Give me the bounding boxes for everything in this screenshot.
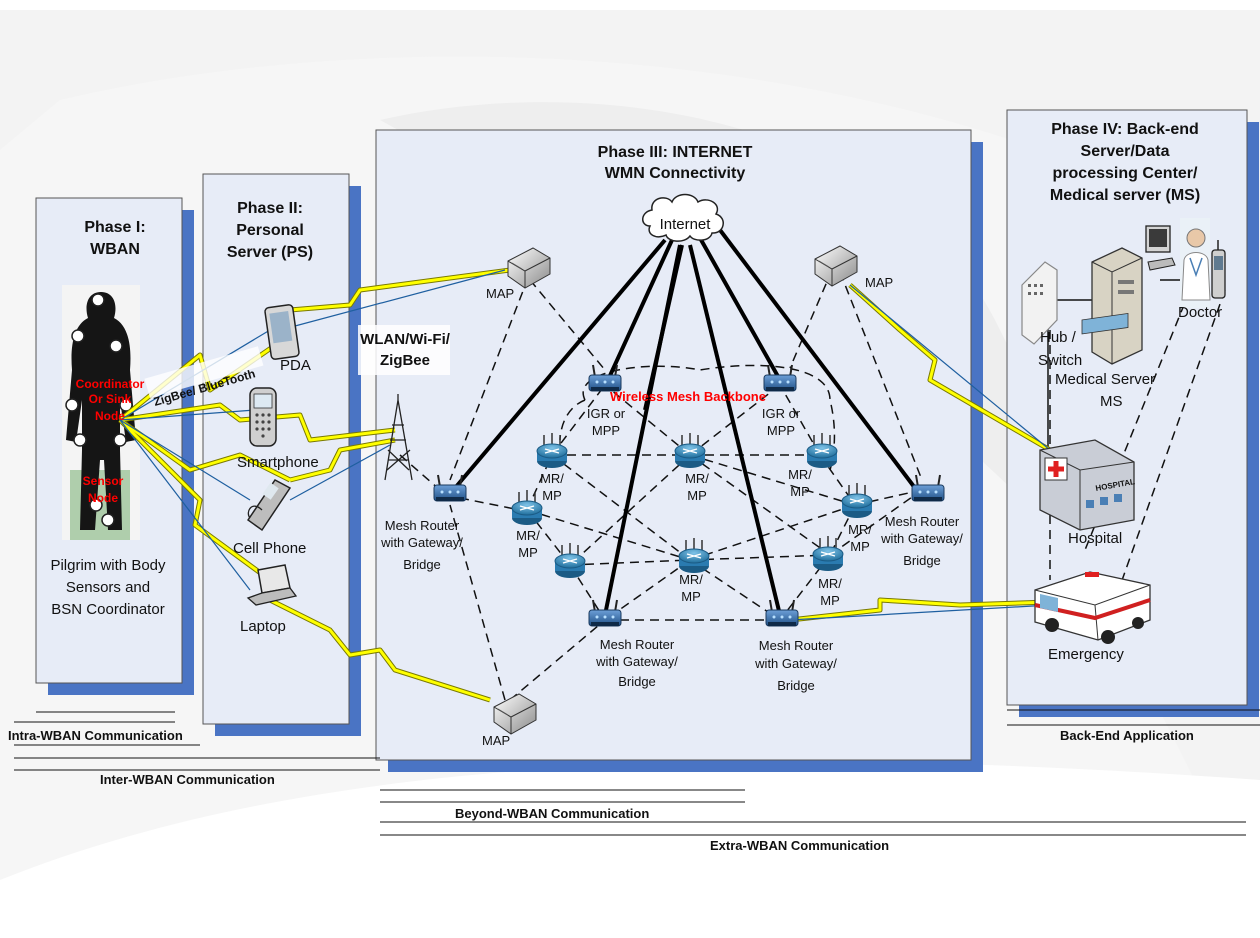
beyond-wban-label: Beyond-WBAN Communication [455,806,649,821]
sensor-label-l1: Sensor [83,474,124,488]
scope-lines [14,709,1260,836]
mr-label-l1: MR/ [848,522,872,537]
phase3-title-l2: WMN Connectivity [605,165,746,182]
mesh-dashed-links [399,269,1226,701]
sensor-label-l2: Node [88,491,118,505]
hub-label-l2: Switch [1038,352,1082,369]
wlan-label-l2: ZigBee [380,352,430,369]
igr-label-l1: IGR or [762,406,801,421]
coordinator-label-l1: Coordinator [76,377,145,391]
hospital-icon [1039,313,1135,531]
mr-label-l2: MP [518,545,538,560]
gateway-label-l1: Mesh Router [885,514,960,529]
mr-label-l2: MP [850,539,870,554]
gateway-label-l1: Mesh Router [600,637,675,652]
map-label: MAP [482,733,510,748]
hub-label-l1: Hub / [1040,329,1077,346]
mr-label-l2: MP [790,484,810,499]
cell-phone-icon [246,479,292,532]
internet-cloud-icon [642,193,724,242]
pilgrim-caption-l3: BSN Coordinator [51,601,164,618]
backend-app-label: Back-End Application [1060,728,1194,743]
map-label: MAP [486,286,514,301]
cell-tower-icon [384,394,413,481]
pilgrim-caption-l1: Pilgrim with Body [50,557,166,574]
wlan-label-box: WLAN/Wi-Fi/ ZigBee [358,325,451,375]
doctor-label: Doctor [1178,304,1222,321]
gateway-label-l3: Bridge [618,674,656,689]
pda-label: PDA [280,357,311,374]
mr-label-l1: MR/ [679,572,703,587]
intra-wban-label: Intra-WBAN Communication [8,728,183,743]
inter-wban-label: Inter-WBAN Communication [100,772,275,787]
mr-label-l1: MR/ [540,471,564,486]
phase4-title-l2: Server/Data [1081,143,1170,160]
smartphone-icon [249,387,277,447]
mr-label-l2: MP [820,593,840,608]
gateway-label-l3: Bridge [403,557,441,572]
gateway-label-l2: with Gateway/ [595,654,678,669]
mr-label-l1: MR/ [685,471,709,486]
phase2-title-l1: Phase II: [237,200,303,217]
doctor-icon [1180,218,1211,308]
phase4-title-l1: Phase IV: Back-end [1051,121,1199,138]
blue-radio-links [119,269,1051,621]
phase3-title-l1: Phase III: INTERNET [598,144,753,161]
igr-label-l2: MPP [767,423,795,438]
server-label-l1: Medical Server [1055,371,1155,388]
server-label-l2: MS [1100,393,1123,410]
smartphone-label: Smartphone [237,454,319,471]
phase4-title-l3: processing Center/ [1053,165,1198,182]
phase2-title-l3: Server (PS) [227,244,313,261]
phase1-title-l2: WBAN [90,241,140,258]
mr-label-l1: MR/ [516,528,540,543]
coordinator-label-l2: Or Sink [89,392,132,406]
phase4-title-l4: Medical server (MS) [1050,187,1200,204]
phase2-title-l2: Personal [236,222,304,239]
phase2-panel [202,173,361,736]
laptop-label: Laptop [240,618,286,635]
mr-label-l2: MP [681,589,701,604]
gateway-label-l2: with Gateway/ [880,531,963,546]
gateway-label-l2: with Gateway/ [754,656,837,671]
extra-wban-label: Extra-WBAN Communication [710,838,889,853]
mobile-device-icon [1211,240,1226,299]
coordinator-label-l3: Node [95,409,125,423]
laptop-icon [246,564,298,606]
pda-icon [264,304,300,360]
mr-label-l1: MR/ [788,467,812,482]
ambulance-icon [1034,571,1151,644]
hub-switch-icon [1021,261,1058,345]
wlan-label-l1: WLAN/Wi-Fi/ [360,331,451,348]
gateway-label-l3: Bridge [903,553,941,568]
igr-label-l1: IGR or [587,406,626,421]
map-label: MAP [865,275,893,290]
igr-label-l2: MPP [592,423,620,438]
medical-server-icon [1091,247,1143,365]
mr-label-l2: MP [687,488,707,503]
gateway-label-l1: Mesh Router [385,518,460,533]
internet-label: Internet [660,216,712,233]
mr-label-l2: MP [542,488,562,503]
emergency-label: Emergency [1048,646,1124,663]
gateway-label-l1: Mesh Router [759,638,834,653]
hospital-label: Hospital [1068,530,1122,547]
monitor-icon [1145,225,1176,271]
internet-backhaul-links [453,228,917,616]
cellphone-label: Cell Phone [233,540,306,557]
pilgrim-caption-l2: Sensors and [66,579,150,596]
gateway-label-l3: Bridge [777,678,815,693]
phase1-title-l1: Phase I: [84,219,145,236]
backbone-label: Wireless Mesh Backbone [610,389,766,404]
mr-label-l1: MR/ [818,576,842,591]
gateway-label-l2: with Gateway/ [380,535,463,550]
